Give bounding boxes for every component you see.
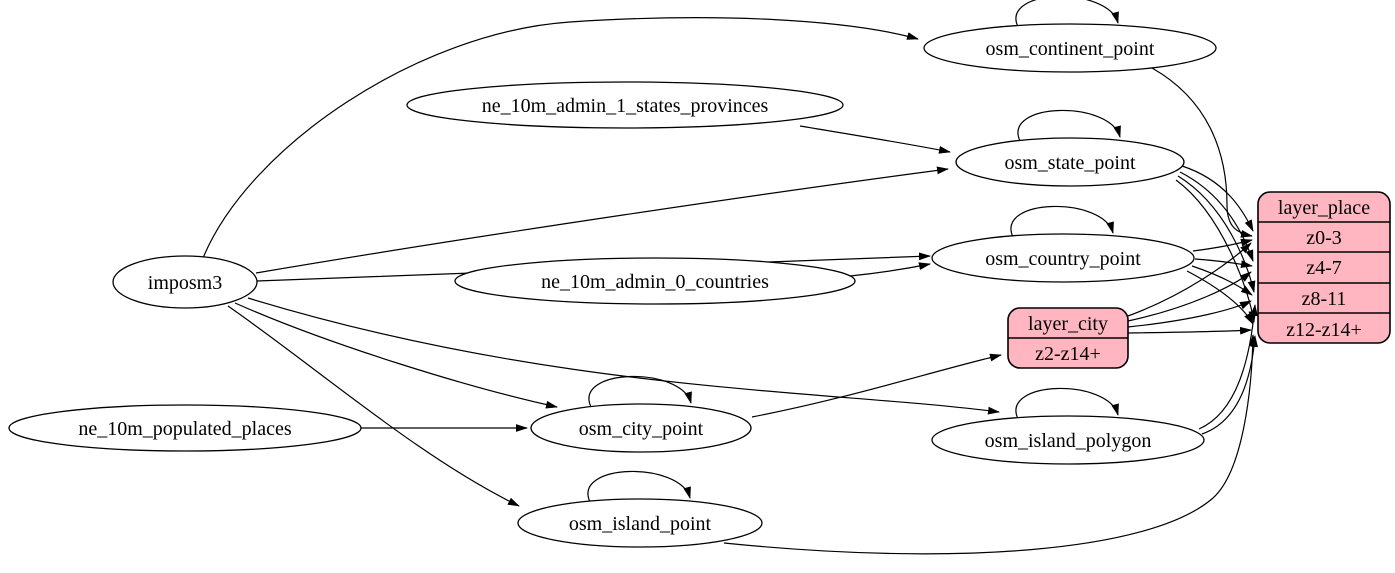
edge-imposm3-osm-state-point (255, 166, 949, 274)
osm-city-point-ellipse (530, 403, 752, 453)
self-loop-osm-island-point (587, 470, 691, 503)
edge-ne-countries-osm-country-point (849, 262, 931, 277)
ne-states-ellipse (406, 81, 844, 129)
osm-country-point-label: osm_country_point (985, 248, 1141, 270)
edge-city-layer-city (751, 353, 1002, 418)
ne-countries-label: ne_10m_admin_0_countries (541, 271, 769, 293)
layer-place-box (1257, 191, 1391, 344)
node-ne-10m-populated-places: ne_10m_populated_places (8, 404, 362, 452)
node-osm-continent-point: osm_continent_point (923, 23, 1217, 73)
osm-island-polygon-label: osm_island_polygon (985, 430, 1152, 452)
edge-imposm3-osm-continent-point (202, 17, 919, 259)
node-osm-island-polygon: osm_island_polygon (931, 415, 1205, 465)
edge-layer-city-place-z0-3 (1127, 242, 1252, 317)
node-layer-city: layer_city z2-z14+ (1007, 307, 1129, 369)
ne-countries-ellipse (454, 257, 856, 305)
edge-imposm3-osm-city-point (234, 302, 558, 409)
node-ne-10m-admin-0-countries: ne_10m_admin_0_countries (454, 257, 856, 305)
edge-imposm3-osm-island-polygon (247, 297, 1000, 415)
ne-places-label: ne_10m_populated_places (78, 418, 291, 440)
node-osm-island-point: osm_island_point (517, 498, 763, 548)
edge-state-place-z0-3 (1181, 165, 1254, 232)
imposm3-label: imposm3 (148, 272, 222, 294)
node-osm-city-point: osm_city_point (530, 403, 752, 453)
osm-state-point-label: osm_state_point (1004, 152, 1136, 174)
layer-place-row-z8-11: z8-11 (1302, 288, 1347, 310)
self-loop-osm-island-polygon (1015, 387, 1119, 420)
edge-country-place-z8-11 (1191, 265, 1253, 296)
edge-layer-city-place-z4-7 (1127, 271, 1252, 322)
layer-place-title: layer_place (1278, 197, 1370, 219)
edge-continent-place-z0-3 (1151, 67, 1253, 238)
edge-imposm3-osm-island-point (227, 305, 520, 507)
self-loop-osm-country-point (1010, 205, 1114, 238)
edge-country-place-z0-3 (1192, 238, 1253, 252)
osm-country-point-ellipse (931, 233, 1195, 283)
edge-island-polygon-place-z12-z14 (1201, 335, 1258, 435)
self-loop-osm-state-point (1017, 109, 1121, 142)
layer-city-title: layer_city (1028, 313, 1108, 335)
osm-island-polygon-ellipse (931, 415, 1205, 465)
osm-state-point-ellipse (955, 137, 1185, 187)
osm-continent-point-ellipse (923, 23, 1217, 73)
node-osm-state-point: osm_state_point (955, 137, 1185, 187)
ne-states-label: ne_10m_admin_1_states_provinces (482, 95, 769, 117)
ne-places-ellipse (8, 404, 362, 452)
osm-city-point-label: osm_city_point (579, 418, 704, 440)
layer-place-row-z0-3: z0-3 (1306, 227, 1342, 249)
self-loop-osm-city-point (588, 375, 692, 408)
self-loop-osm-continent-point (1015, 0, 1119, 28)
osm-island-point-label: osm_island_point (569, 513, 712, 535)
edge-layer-city-place-z8-11 (1127, 300, 1252, 328)
node-osm-country-point: osm_country_point (931, 233, 1195, 283)
node-imposm3: imposm3 (112, 255, 258, 309)
edge-country-place-z4-7 (1194, 258, 1253, 269)
osm-island-point-ellipse (517, 498, 763, 548)
layer-place-row-z12-z14: z12-z14+ (1286, 319, 1362, 341)
layer-place-row-z4-7: z4-7 (1306, 257, 1342, 279)
edge-layer-city-place-z12-z14 (1127, 326, 1252, 335)
osm-continent-point-label: osm_continent_point (986, 38, 1155, 60)
imposm3-ellipse (112, 255, 258, 309)
edge-island-polygon-place-z8-11 (1198, 304, 1258, 430)
edges (202, 0, 1258, 555)
edge-ne-states-osm-state-point (799, 125, 951, 154)
node-ne-10m-admin-1-states-provinces: ne_10m_admin_1_states_provinces (406, 81, 844, 129)
node-layer-place: layer_place z0-3 z4-7 z8-11 z12-z14+ (1257, 191, 1391, 344)
edge-country-place-z12-z14 (1186, 270, 1254, 325)
edge-island-point-place-z12-z14 (723, 334, 1257, 555)
layer-city-row-z2-z14: z2-z14+ (1035, 343, 1101, 365)
